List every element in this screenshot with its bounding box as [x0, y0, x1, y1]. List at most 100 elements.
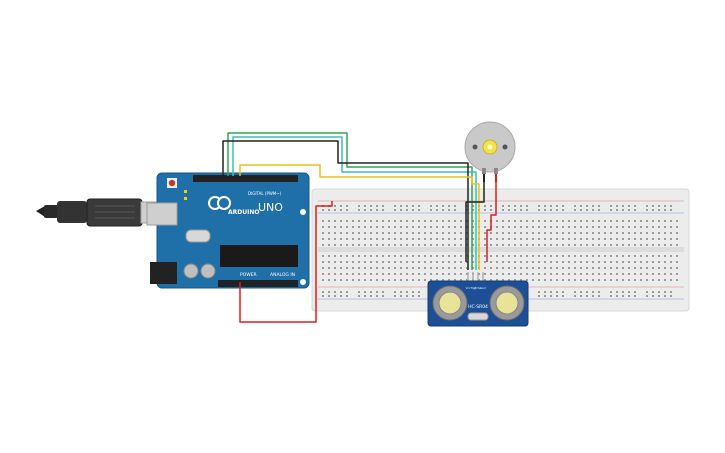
wire-red[interactable]: [239, 201, 333, 323]
breadboard-hole: [526, 238, 528, 240]
breadboard-hole: [424, 226, 426, 228]
breadboard-hole: [526, 279, 528, 281]
reset-button[interactable]: [168, 179, 176, 187]
breadboard-hole: [406, 244, 408, 246]
breadboard-hole: [670, 267, 672, 269]
breadboard-hole: [328, 279, 330, 281]
wire-yellow[interactable]: [239, 164, 480, 270]
breadboard-hole: [526, 261, 528, 263]
breadboard-hole: [352, 267, 354, 269]
wires: [222, 132, 497, 323]
breadboard-hole: [400, 244, 402, 246]
breadboard-hole: [502, 244, 504, 246]
breadboard-hole: [544, 279, 546, 281]
breadboard[interactable]: [311, 188, 690, 312]
breadboard-hole: [364, 267, 366, 269]
breadboard-hole: [358, 220, 360, 222]
breadboard-hole: [616, 205, 618, 207]
breadboard-hole: [490, 261, 492, 263]
breadboard-hole: [628, 205, 630, 207]
usb-cable[interactable]: [36, 198, 164, 227]
breadboard-hole: [448, 226, 450, 228]
breadboard-hole: [574, 220, 576, 222]
breadboard-hole: [580, 267, 582, 269]
wire-teal[interactable]: [232, 136, 477, 270]
led: [184, 190, 187, 193]
breadboard-hole: [406, 295, 408, 297]
breadboard-hole: [556, 291, 558, 293]
breadboard-hole: [484, 226, 486, 228]
breadboard-hole: [358, 295, 360, 297]
breadboard-hole: [508, 232, 510, 234]
breadboard-hole: [328, 226, 330, 228]
breadboard-hole: [562, 267, 564, 269]
breadboard-hole: [616, 232, 618, 234]
breadboard-hole: [364, 279, 366, 281]
breadboard-hole: [604, 273, 606, 275]
breadboard-hole: [604, 220, 606, 222]
breadboard-hole: [340, 255, 342, 257]
breadboard-hole: [670, 261, 672, 263]
breadboard-hole: [652, 291, 654, 293]
breadboard-hole: [538, 279, 540, 281]
breadboard-hole: [580, 209, 582, 211]
breadboard-hole: [634, 226, 636, 228]
breadboard-hole: [322, 209, 324, 211]
breadboard-hole: [490, 273, 492, 275]
breadboard-hole: [484, 244, 486, 246]
breadboard-hole: [508, 273, 510, 275]
arduino-uno[interactable]: ARDUINO UNO DIGITAL (PWM~) POWER ANALOG …: [146, 172, 310, 289]
breadboard-hole: [490, 205, 492, 207]
breadboard-hole: [622, 273, 624, 275]
breadboard-hole: [622, 279, 624, 281]
wire-black[interactable]: [222, 140, 469, 270]
breadboard-hole: [622, 226, 624, 228]
breadboard-hole: [676, 261, 678, 263]
breadboard-hole: [430, 279, 432, 281]
breadboard-hole: [364, 238, 366, 240]
breadboard-hole: [394, 244, 396, 246]
breadboard-hole: [490, 279, 492, 281]
breadboard-hole: [466, 220, 468, 222]
breadboard-hole: [556, 279, 558, 281]
breadboard-hole: [328, 232, 330, 234]
sensor-crystal: [467, 312, 489, 321]
breadboard-hole: [430, 209, 432, 211]
breadboard-hole: [652, 220, 654, 222]
breadboard-hole: [622, 220, 624, 222]
breadboard-hole: [598, 209, 600, 211]
breadboard-hole: [646, 273, 648, 275]
motor-terminal: [494, 168, 498, 174]
breadboard-hole: [652, 273, 654, 275]
breadboard-hole: [592, 220, 594, 222]
breadboard-hole: [574, 244, 576, 246]
breadboard-hole: [544, 261, 546, 263]
breadboard-hole: [496, 244, 498, 246]
breadboard-hole: [550, 279, 552, 281]
breadboard-hole: [496, 273, 498, 275]
breadboard-hole: [484, 209, 486, 211]
breadboard-hole: [436, 220, 438, 222]
breadboard-hole: [364, 220, 366, 222]
breadboard-hole: [520, 273, 522, 275]
breadboard-hole: [334, 291, 336, 293]
breadboard-hole: [466, 261, 468, 263]
breadboard-hole: [514, 205, 516, 207]
breadboard-hole: [622, 255, 624, 257]
breadboard-hole: [448, 279, 450, 281]
breadboard-hole: [346, 244, 348, 246]
wire-motor-red[interactable]: [486, 182, 497, 262]
breadboard-hole: [616, 273, 618, 275]
breadboard-hole: [478, 279, 480, 281]
breadboard-hole: [622, 209, 624, 211]
breadboard-hole: [562, 226, 564, 228]
breadboard-hole: [448, 220, 450, 222]
breadboard-hole: [658, 205, 660, 207]
dc-motor[interactable]: [464, 121, 516, 182]
wire-motor-black[interactable]: [465, 182, 485, 262]
breadboard-hole: [370, 205, 372, 207]
breadboard-hole: [520, 238, 522, 240]
breadboard-hole: [502, 279, 504, 281]
